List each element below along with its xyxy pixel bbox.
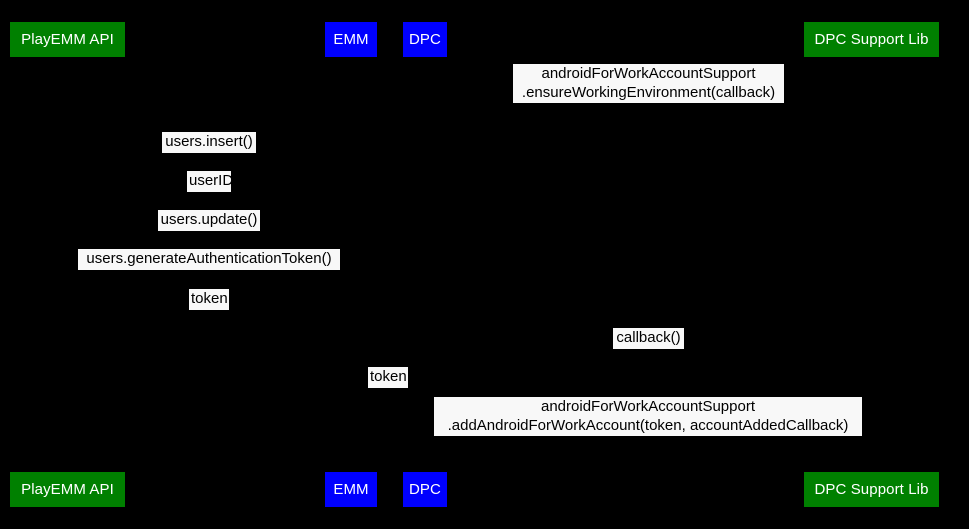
participant-label: PlayEMM API <box>21 481 114 498</box>
participant-label: DPC <box>409 31 441 48</box>
participant-playemm-bottom: PlayEMM API <box>10 472 125 507</box>
message-line: androidForWorkAccountSupport <box>541 398 755 415</box>
lifeline-dpc <box>425 57 426 472</box>
message-line: token <box>191 290 228 307</box>
participant-label: DPC Support Lib <box>814 31 929 48</box>
message-line: users.generateAuthenticationToken() <box>86 250 332 267</box>
lifeline-supportlib <box>871 57 872 472</box>
message-label-m8: token <box>368 367 408 388</box>
lifeline-emm <box>351 57 352 472</box>
message-line: userID <box>189 172 234 189</box>
participant-emm-top: EMM <box>325 22 377 57</box>
participant-supportlib-top: DPC Support Lib <box>804 22 939 57</box>
participant-playemm-top: PlayEMM API <box>10 22 125 57</box>
participant-label: EMM <box>333 31 369 48</box>
message-line: callback() <box>616 329 681 346</box>
participant-supportlib-bottom: DPC Support Lib <box>804 472 939 507</box>
message-line: users.update() <box>160 211 258 228</box>
message-label-m9: androidForWorkAccountSupport .addAndroidF… <box>434 397 862 436</box>
participant-dpc-bottom: DPC <box>403 472 447 507</box>
message-label-m7: callback() <box>613 328 684 349</box>
message-line: .addAndroidForWorkAccount(token, account… <box>447 417 849 434</box>
message-line: .ensureWorkingEnvironment(callback) <box>521 84 776 101</box>
participant-dpc-top: DPC <box>403 22 447 57</box>
message-label-m3: userID <box>187 171 234 192</box>
message-label-m1: androidForWorkAccountSupport .ensureWorki… <box>513 64 784 103</box>
participant-label: EMM <box>333 481 369 498</box>
message-label-m4: users.update() <box>158 210 260 231</box>
message-label-m5: users.generateAuthenticationToken() <box>78 249 340 270</box>
participant-label: DPC <box>409 481 441 498</box>
message-line: token <box>370 368 407 385</box>
message-line: users.insert() <box>165 133 253 150</box>
participant-label: PlayEMM API <box>21 31 114 48</box>
participant-emm-bottom: EMM <box>325 472 377 507</box>
lifeline-playemm <box>67 57 68 472</box>
participant-label: DPC Support Lib <box>814 481 929 498</box>
message-line: androidForWorkAccountSupport <box>541 65 756 82</box>
message-label-m6: token <box>189 289 229 310</box>
message-label-m2: users.insert() <box>162 132 256 153</box>
